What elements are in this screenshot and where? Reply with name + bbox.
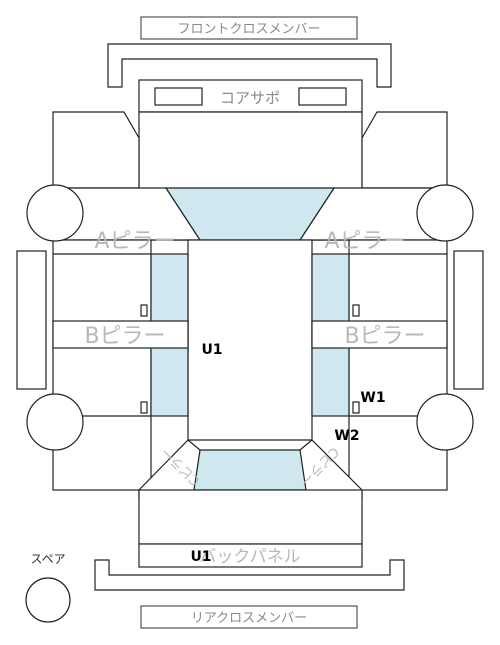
front-cross-member	[107, 43, 392, 88]
a-pillar-left-label: Aピラー	[94, 229, 175, 254]
left-b-pillar	[52, 320, 189, 349]
b-pillar-right-label: Bピラー	[344, 324, 425, 349]
mark-u1-roof: U1	[201, 342, 222, 358]
mark-w2: W2	[334, 428, 359, 444]
right-body-side	[348, 239, 448, 491]
a-pillar-right-label: Aピラー	[324, 229, 405, 254]
back-panel-label: バックパネル	[199, 547, 300, 567]
left-rear-door-handle	[140, 401, 148, 414]
front-cross-member-box	[140, 16, 358, 40]
b-pillar-left-label: Bピラー	[84, 324, 165, 349]
wheel-front-left	[26, 184, 84, 242]
rear-cross-member-label: リアクロスメンバー	[191, 611, 307, 626]
back-panel	[138, 543, 363, 568]
rear-cross-member-box	[140, 605, 358, 629]
wheel-rear-left	[26, 393, 84, 451]
core-support-right-slot	[298, 87, 347, 106]
spare-tire	[25, 577, 71, 623]
roof	[187, 239, 313, 451]
spare-label: スペア	[30, 552, 65, 566]
rear-cross-member	[94, 559, 405, 591]
wheel-front-right	[416, 184, 474, 242]
right-rear-door-handle	[352, 401, 360, 414]
left-front-door-handle	[140, 304, 148, 317]
trunk	[138, 489, 363, 545]
rear-window-left-edge	[187, 439, 201, 451]
left-front-fender	[52, 111, 140, 189]
core-support-left-slot	[154, 87, 203, 106]
core-support-label: コアサポ	[220, 89, 280, 107]
left-body-side	[52, 239, 152, 491]
right-front-door-handle	[352, 304, 360, 317]
mark-w1: W1	[360, 390, 385, 406]
rear-window	[193, 449, 307, 491]
wheel-rear-right	[416, 393, 474, 451]
front-cross-member-label: フロントクロスメンバー	[177, 22, 320, 37]
right-side-panel	[453, 250, 484, 390]
right-b-pillar	[311, 320, 448, 349]
rear-window-right-edge	[299, 439, 313, 451]
mark-u1-back-panel: U1	[190, 549, 211, 565]
left-side-panel	[16, 250, 47, 390]
right-front-fender	[361, 111, 448, 189]
